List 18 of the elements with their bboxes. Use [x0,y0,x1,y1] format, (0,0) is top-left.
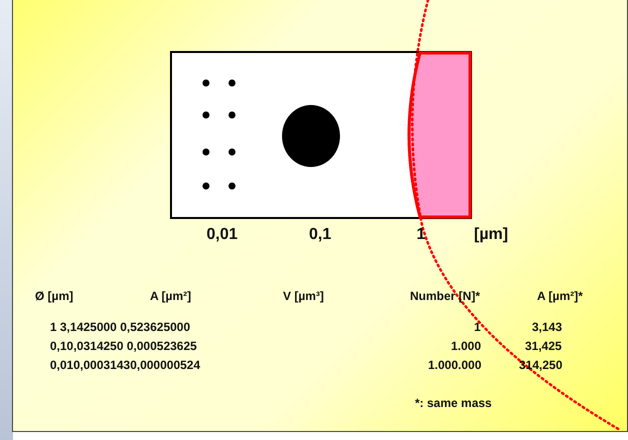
axis-label: 0,01 [206,226,238,244]
column-header: A [µm²] [150,289,192,303]
table-cell: 1.000.000 [428,358,482,372]
column-header: Number [N]* [410,289,480,303]
table-row: 0,010,00031430,000000524 [50,358,200,372]
unit-label: [µm] [474,226,508,244]
table-cell: 31,425 [525,339,562,353]
axis-label: 1 [416,226,426,244]
footnote: *: same mass [415,396,492,410]
table-row: 0,10,0314250 0,000523625 [50,339,197,353]
column-header: A [µm²]* [537,289,583,303]
table-cell: 3,143 [532,320,562,334]
column-header: V [µm³] [283,289,324,303]
table-row: 1 3,1425000 0,523625000 [50,320,190,334]
axis-label: 0,1 [309,226,332,244]
table-cell: 1.000 [451,339,482,353]
table-cell: 1 [474,320,481,334]
column-header: Ø [µm] [35,289,74,303]
